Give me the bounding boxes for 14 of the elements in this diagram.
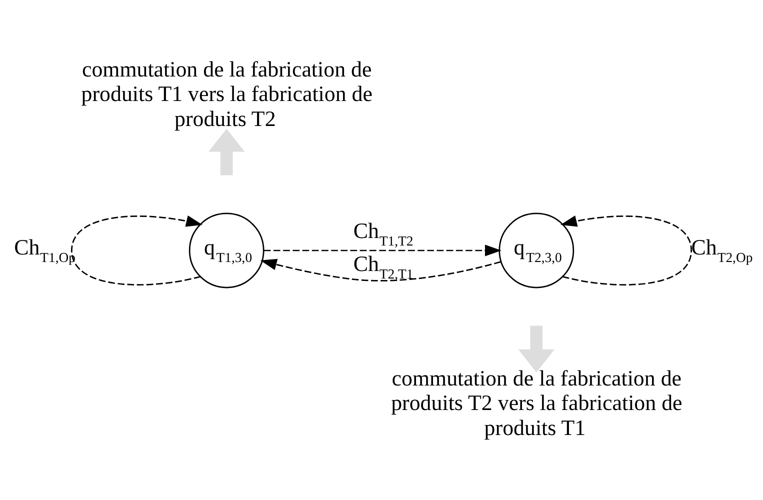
arrow bbox=[560, 215, 692, 285]
arrow bbox=[264, 244, 502, 256]
node-text: commutation de la fabrication de produits T1 vers la fabrication de produits T2 bbox=[81, 56, 372, 130]
edge-label: Ch$_{T1,T2}$ bbox=[353, 217, 414, 248]
arrow bbox=[518, 325, 555, 372]
edge-label: Ch$_{T2,T1}$ bbox=[353, 250, 414, 281]
edge-label: Ch$_{T2,Op}$ bbox=[691, 234, 753, 264]
arrow bbox=[260, 258, 501, 281]
node-circle: q$_{T2,3,0}$ bbox=[498, 212, 574, 288]
arrow bbox=[208, 128, 245, 175]
arrow bbox=[71, 215, 203, 285]
node-circle: q$_{T1,3,0}$ bbox=[188, 212, 264, 288]
node-text: commutation de la fabrication de produits T2 vers la fabrication de produits T1 bbox=[391, 365, 682, 440]
edge-label: Ch$_{T1,Op}$ bbox=[14, 234, 76, 264]
